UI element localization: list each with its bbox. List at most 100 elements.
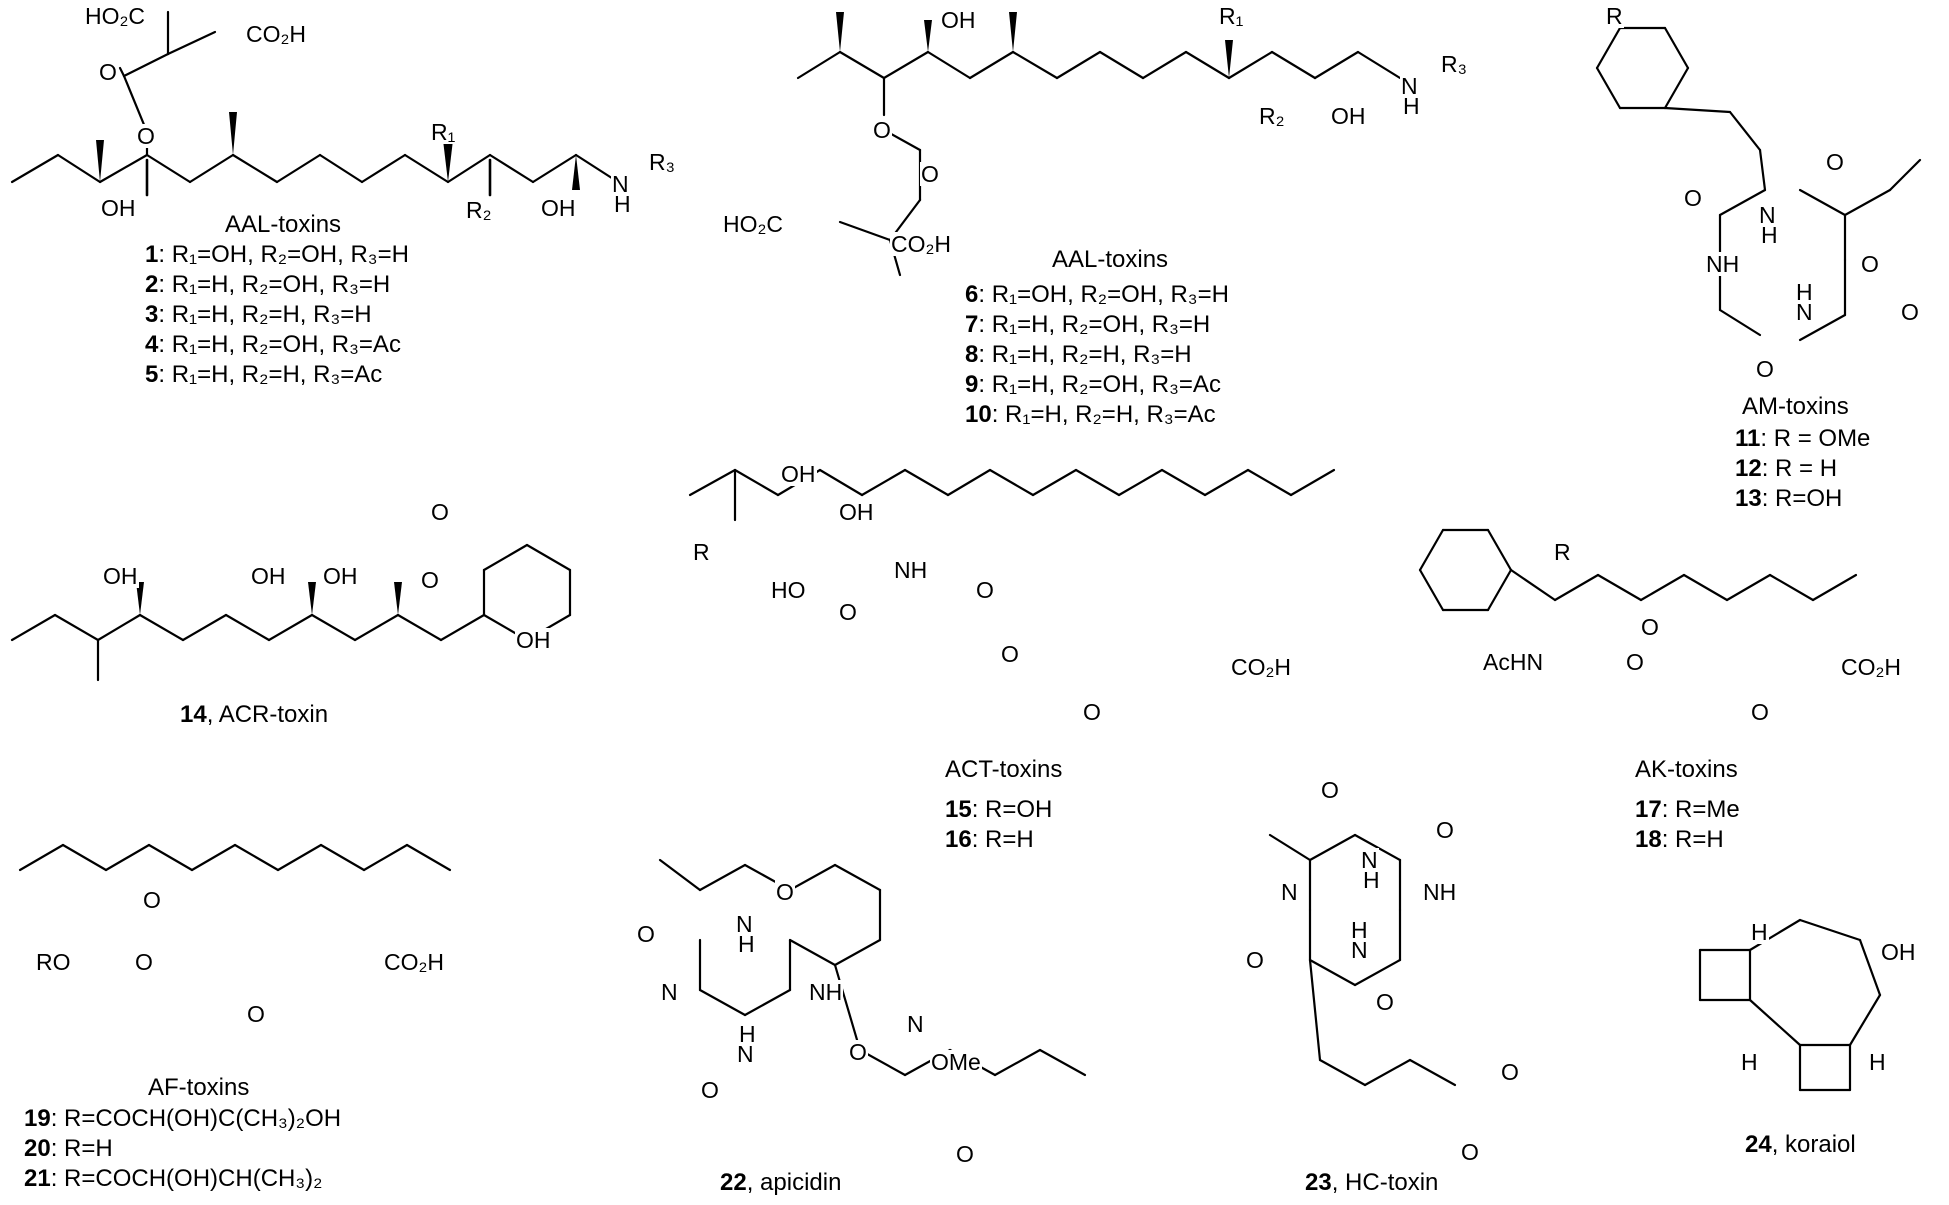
group-aal-left: AAL-toxins <box>225 210 341 240</box>
compound-row-15: 15: R=OH <box>945 796 1053 823</box>
atom-nh-2: N <box>1758 202 1777 228</box>
atom-hn-1: H <box>1795 279 1814 305</box>
group-title: AAL-toxins <box>1052 246 1169 273</box>
atom-oh-8: OH <box>515 627 552 653</box>
group-title: AM-toxins <box>1742 393 1849 420</box>
atom-o-15: O <box>1082 699 1102 725</box>
compound-row-19: 19: R=COCH(OH)C(CH₃)₂OH <box>24 1105 342 1132</box>
atom-h-4: H <box>737 931 756 957</box>
compound-row-10: 10: R₁=H, R₂=H, R₃=Ac <box>965 401 1216 428</box>
atom-o-4: O <box>920 161 940 187</box>
compound-row-9: 9: R₁=H, R₂=OH, R₃=Ac <box>965 371 1221 398</box>
atom-nh-4: NH <box>893 557 929 583</box>
structure-ak-toxin <box>1418 528 1858 612</box>
group-title: AK-toxins <box>1635 756 1738 783</box>
compound-row-16: 16: R=H <box>945 826 1034 853</box>
atom-ome: OMe <box>930 1049 982 1075</box>
atom-oh-3: OH <box>940 7 977 33</box>
atom-co2h-2: CO₂H <box>890 231 953 257</box>
group-af-rows: 19: R=COCH(OH)C(CH₃)₂OH 20: R=H 21: R=CO… <box>24 1104 341 1194</box>
group-aal-middle-rows: 6: R₁=OH, R₂=OH, R₃=H 7: R₁=H, R₂=OH, R₃… <box>965 280 1229 430</box>
atom-o-16: O <box>1640 614 1660 640</box>
atom-ro: RO <box>35 949 72 975</box>
atom-n-5: N <box>906 1011 925 1037</box>
group-am: AM-toxins <box>1742 392 1849 422</box>
atom-r2-2: R₂ <box>1258 103 1286 129</box>
atom-o-19: O <box>142 887 162 913</box>
group-am-rows: 11: R = OMe 12: R = H 13: R=OH <box>1735 424 1870 514</box>
structure-hc-toxin <box>1268 833 1457 1087</box>
group-title: AF-toxins <box>148 1074 250 1101</box>
atom-o-6: O <box>1683 185 1703 211</box>
group-act: ACT-toxins <box>945 755 1062 785</box>
atom-o-29: O <box>1245 947 1265 973</box>
group-aal-left-rows: 1: R₁=OH, R₂=OH, R₃=H 2: R₁=H, R₂=OH, R₃… <box>145 240 409 390</box>
compound-row-21: 21: R=COCH(OH)CH(CH₃)₂ <box>24 1165 323 1192</box>
atom-n-6: N <box>1280 879 1299 905</box>
group-ak-rows: 17: R=Me 18: R=H <box>1635 795 1740 855</box>
atom-oh-7: OH <box>322 563 359 589</box>
atom-o-25: O <box>700 1077 720 1103</box>
atom-h-3: H <box>1760 222 1779 248</box>
atom-nh-3: NH <box>1705 251 1741 277</box>
compound-row-1: 1: R₁=OH, R₂=OH, R₃=H <box>145 241 409 268</box>
atom-n-3: N <box>660 979 679 1005</box>
atom-ho2c-1: HO₂C <box>84 3 147 29</box>
atom-o-3: O <box>872 117 892 143</box>
atom-o-12: O <box>838 599 858 625</box>
atom-o-18: O <box>1750 699 1770 725</box>
compound-row-20: 20: R=H <box>24 1135 113 1162</box>
atom-o-27: O <box>1320 777 1340 803</box>
compound-row-18: 18: R=H <box>1635 826 1724 853</box>
structure-koraiol <box>1698 918 1882 1092</box>
atom-o-17: O <box>1625 649 1645 675</box>
atom-oh-9: OH <box>780 461 817 487</box>
atom-o-31: O <box>1500 1059 1520 1085</box>
atom-nh-1: N <box>1400 73 1419 99</box>
group-act-rows: 15: R=OH 16: R=H <box>945 795 1052 855</box>
atom-nh-5: N <box>735 911 754 937</box>
atom-oh-2: OH <box>540 195 577 221</box>
atom-o-28: O <box>1435 817 1455 843</box>
compound-row-17: 17: R=Me <box>1635 796 1740 823</box>
atom-h-8: H <box>1868 1049 1887 1075</box>
atom-r2-1: R₂ <box>465 197 493 223</box>
atom-h-7: H <box>1740 1049 1759 1075</box>
caption-22: 22, apicidin <box>720 1169 842 1196</box>
compound-row-6: 6: R₁=OH, R₂=OH, R₃=H <box>965 281 1229 308</box>
atom-co2h-4: CO₂H <box>1840 654 1903 680</box>
atom-o-24: O <box>848 1039 868 1065</box>
atom-o-8: O <box>1900 299 1920 325</box>
structure-aal-toxin-left <box>10 10 620 197</box>
atom-r-2: R <box>692 539 711 565</box>
caption-14: 14, ACR-toxin <box>180 701 329 728</box>
atom-o-21: O <box>246 1001 266 1027</box>
group-title: ACT-toxins <box>945 756 1063 783</box>
atom-n-7: N <box>1350 937 1369 963</box>
structure-apicidin <box>658 858 1087 1077</box>
atom-oh-4: OH <box>1330 103 1367 129</box>
compound-row-5: 5: R₁=H, R₂=H, R₃=Ac <box>145 361 383 388</box>
atom-ho2c-2: HO₂C <box>722 211 785 237</box>
atom-ho-1: HO <box>770 577 807 603</box>
atom-n-2: N <box>1795 299 1814 325</box>
atom-co2h-5: CO₂H <box>383 949 446 975</box>
atom-o-22: O <box>775 879 795 905</box>
atom-o-2: O <box>136 123 156 149</box>
atom-o-14: O <box>1000 641 1020 667</box>
atom-nh-7: N <box>1360 847 1379 873</box>
group-title: AAL-toxins <box>225 211 342 238</box>
atom-co2h-3: CO₂H <box>1230 654 1293 680</box>
atom-h-1: H <box>613 191 632 217</box>
group-aal-middle: AAL-toxins <box>1052 245 1168 275</box>
structure-aal-toxin-middle <box>796 12 1402 277</box>
atom-oh-11: OH <box>1880 939 1917 965</box>
atom-o-13: O <box>975 577 995 603</box>
atom-h-5: H <box>1362 867 1381 893</box>
atom-o-7: O <box>1860 251 1880 277</box>
atom-o-9: O <box>1755 356 1775 382</box>
caption-23: 23, HC-toxin <box>1305 1169 1439 1196</box>
structure-acr-toxin <box>10 543 572 682</box>
atom-oh-1: OH <box>100 195 137 221</box>
